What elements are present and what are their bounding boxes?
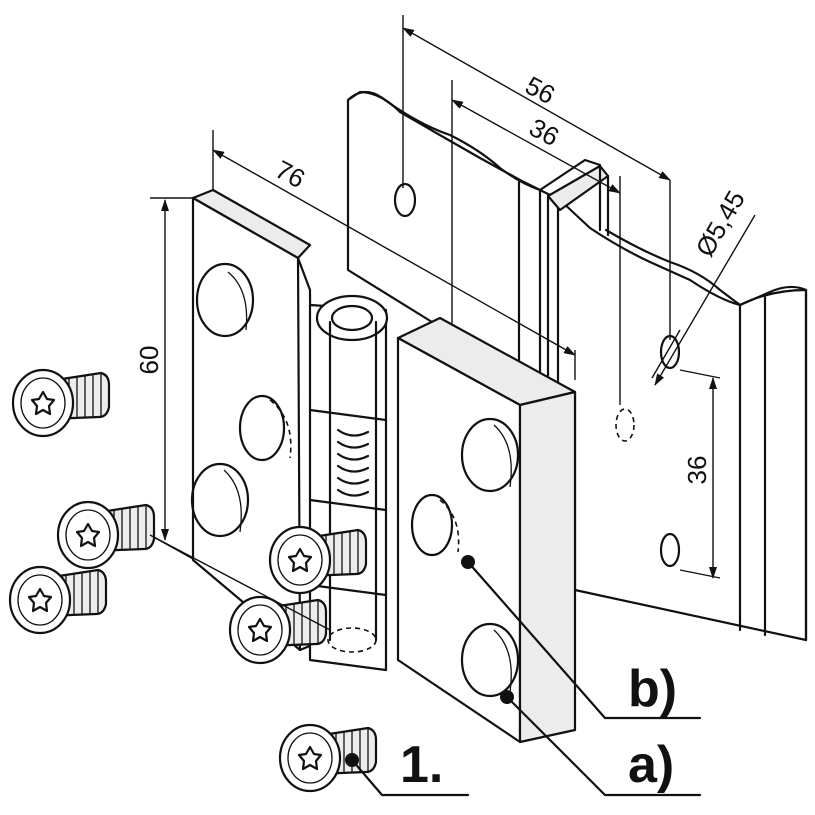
- leaf-hole-2: [190, 462, 250, 538]
- dim-56: 56: [520, 70, 560, 110]
- screw-icon: [8, 565, 108, 635]
- right-leaf-hole-2: [460, 622, 520, 698]
- callout-a-label: a): [628, 736, 674, 794]
- screw-icon: [278, 723, 378, 793]
- dim-hole-diameter: Ø5,45: [690, 185, 751, 261]
- profile-hole-hidden: [615, 408, 635, 442]
- hinge-pin-top: [315, 294, 389, 342]
- callouts: 1. a) b): [345, 560, 702, 797]
- screw-icon: [56, 500, 156, 570]
- dim-76: 76: [270, 154, 310, 194]
- callout-1-label: 1.: [400, 736, 443, 794]
- dim-60: 60: [134, 346, 164, 375]
- dim-36-side: 36: [682, 456, 712, 485]
- right-leaf-hole-1: [460, 417, 520, 493]
- dim-36-top: 36: [524, 112, 564, 152]
- leaf-hole-hidden: [238, 394, 286, 462]
- right-hinge-leaf: [396, 316, 577, 744]
- spring-icon: [336, 428, 370, 497]
- screws: [8, 368, 378, 793]
- leaf-hole-1: [195, 262, 255, 338]
- callout-b-label: b): [628, 660, 677, 718]
- screw-icon: [11, 368, 111, 438]
- right-leaf-hole-hidden: [410, 493, 454, 557]
- profile-hole-3: [659, 532, 681, 568]
